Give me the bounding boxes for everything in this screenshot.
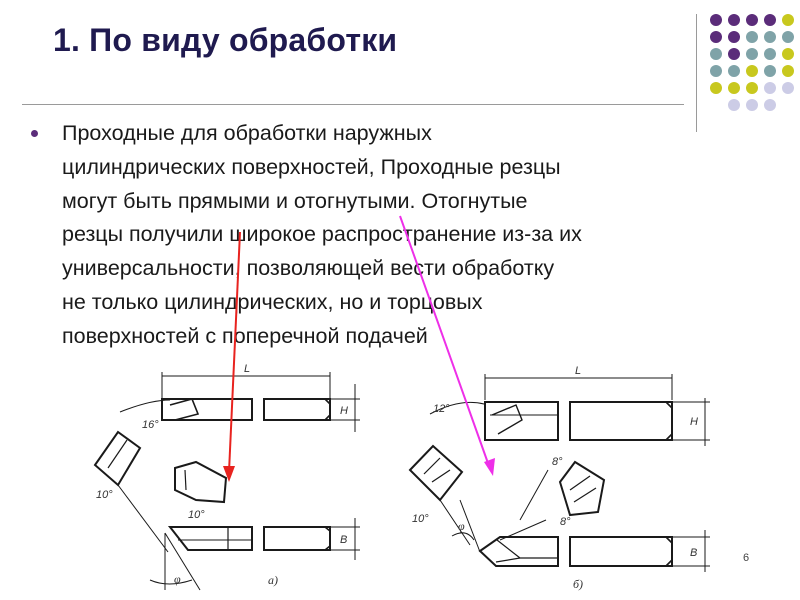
decor-dot (710, 14, 722, 26)
text-line: поверхностей с поперечной подачей (62, 323, 428, 348)
label-12: 12° (433, 403, 450, 415)
label-B-b: B (690, 547, 697, 559)
label-B: B (340, 534, 347, 546)
label-16: 16° (142, 419, 159, 431)
decor-dot (764, 65, 776, 77)
label-L-b: L (575, 365, 581, 377)
decor-dot (764, 14, 776, 26)
decor-dot (746, 99, 758, 111)
decor-dot (746, 48, 758, 60)
text-line: резцы получили широкое распространение и… (62, 222, 582, 247)
decor-dot (764, 99, 776, 111)
text-line: цилиндрических поверхностей, Проходные р… (62, 154, 561, 179)
text-line: универсальности, позволяющей вести обраб… (62, 256, 555, 281)
label-10-b: 10° (412, 513, 429, 525)
decor-dot (728, 82, 740, 94)
decor-dot (746, 14, 758, 26)
decor-dot (782, 31, 794, 43)
decor-dot (782, 48, 794, 60)
decor-dot (764, 48, 776, 60)
decor-dot (710, 31, 722, 43)
figure-b: L H 12° 10° 8° 8° B φ (408, 365, 710, 591)
decor-dot (746, 31, 758, 43)
text-line: Проходные для обработки наружных (62, 121, 432, 145)
text-line: не только цилиндрических, но и торцовых (62, 289, 483, 314)
text-line: могут быть прямыми и отогнутыми. Отогнут… (62, 188, 528, 213)
decor-dot (710, 48, 722, 60)
decor-dot (710, 82, 722, 94)
decor-vertical-line (696, 14, 697, 132)
decor-dot (728, 99, 740, 111)
caption-a: а) (268, 573, 278, 587)
decor-dot (782, 82, 794, 94)
decor-dot (728, 48, 740, 60)
label-H-b: H (690, 416, 698, 428)
slide-title: 1. По виду обработки (53, 22, 398, 58)
label-10-bottom: 10° (188, 509, 205, 521)
label-phi: φ (174, 572, 181, 586)
decor-horizontal-line (22, 104, 684, 105)
decor-dot (782, 14, 794, 26)
bullet-icon (31, 130, 38, 137)
decor-dot (746, 82, 758, 94)
label-phi-b: φ (458, 519, 465, 533)
decor-dot (728, 14, 740, 26)
label-H: H (340, 405, 348, 417)
label-8-top: 8° (552, 456, 563, 468)
cutter-drawing: L H 16° 10° 10° B φ а) (93, 363, 710, 591)
decor-dot (746, 65, 758, 77)
body-text: Проходные для обработки наружных цилиндр… (62, 117, 762, 354)
decor-dot-grid (710, 14, 794, 111)
decor-dot (764, 31, 776, 43)
figure-a: L H 16° 10° 10° B φ а) (93, 363, 360, 591)
decor-dot (728, 31, 740, 43)
decor-dot (710, 65, 722, 77)
page-number: 6 (743, 552, 750, 564)
decor-dot (764, 82, 776, 94)
decor-dot (728, 65, 740, 77)
label-L: L (244, 363, 250, 375)
label-8-bottom: 8° (560, 516, 571, 528)
label-10-top: 10° (96, 489, 113, 501)
caption-b: б) (573, 577, 583, 591)
decor-dot (782, 65, 794, 77)
